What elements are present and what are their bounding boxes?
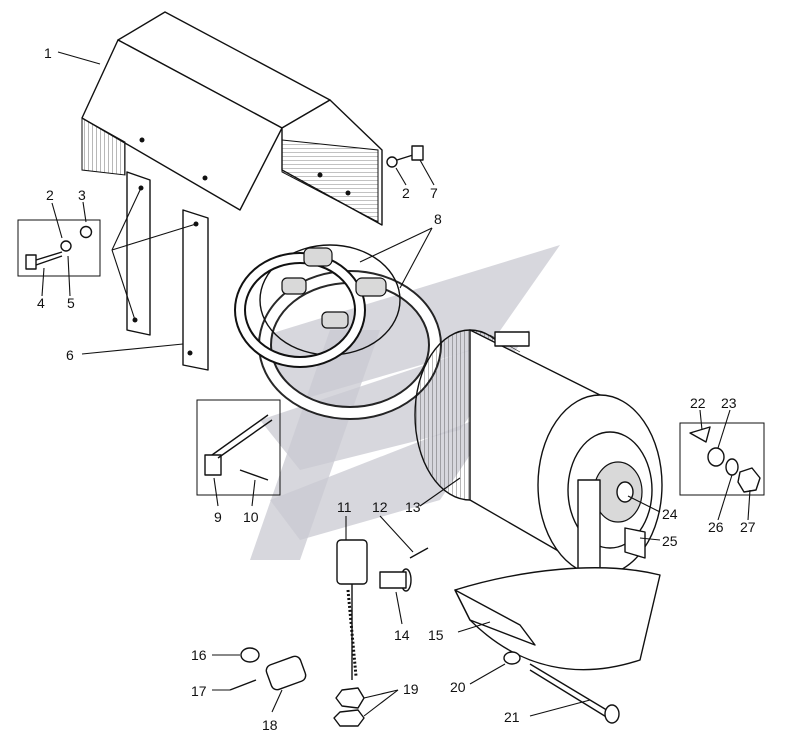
callout-25: 25 [662,533,678,549]
bolt-pin-box [196,399,281,496]
callout-7: 7 [430,185,438,201]
callout-19: 19 [403,681,419,697]
callout-2-left: 2 [46,187,54,203]
small-parts [229,647,307,691]
callout-16: 16 [191,647,207,663]
callout-23: 23 [721,395,737,411]
callout-20: 20 [450,679,466,695]
callout-11: 11 [337,499,352,515]
bolt-7 [386,145,424,168]
fastener-group-box [17,219,101,277]
callout-24: 24 [662,506,678,522]
tension-rod [333,539,429,727]
callout-18: 18 [262,717,278,733]
callout-21: 21 [504,709,520,725]
filter-cylinder [414,329,663,576]
callout-10: 10 [243,509,259,525]
callout-13: 13 [405,499,421,515]
nut-group-box [679,422,765,496]
callout-17: 17 [191,683,207,699]
callout-5: 5 [67,295,75,311]
callout-6: 6 [66,347,74,363]
callout-4: 4 [37,295,45,311]
bottom-shell [454,567,661,724]
leader-lines [41,51,751,717]
strap-25 [624,527,646,559]
callout-26: 26 [708,519,724,535]
callout-1: 1 [44,45,52,61]
callout-2-right: 2 [402,185,410,201]
callout-27: 27 [740,519,756,535]
callout-12: 12 [372,499,388,515]
clamp-rings [234,244,442,420]
callout-14: 14 [394,627,410,643]
callout-22: 22 [690,395,706,411]
housing-cover [81,11,383,226]
mounting-strap [111,171,209,371]
callout-8: 8 [434,211,442,227]
callout-3: 3 [78,187,86,203]
callout-labels: 1 2 3 4 5 6 2 7 8 9 10 11 12 13 14 15 16… [37,45,756,733]
callout-15: 15 [428,627,444,643]
callout-9: 9 [214,509,222,525]
